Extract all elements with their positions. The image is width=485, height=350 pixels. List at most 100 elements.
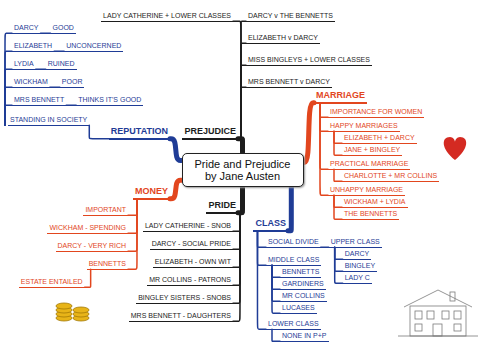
topic-text: BENNETTS bbox=[282, 268, 319, 276]
branch-line bbox=[320, 103, 328, 170]
branch-line bbox=[85, 269, 91, 287]
subtopic: PRACTICAL MARRIAGE bbox=[328, 160, 410, 170]
topic-text: MONEY bbox=[135, 187, 168, 197]
topic-text: LUCASES bbox=[282, 304, 315, 312]
subtopic: LADY C bbox=[343, 274, 372, 284]
subtopic: UNCONCERNED bbox=[64, 42, 123, 52]
subtopic: MISS BINGLEYS + LOWER CLASSES bbox=[246, 56, 372, 66]
topic-text: GARDINERS bbox=[282, 280, 324, 288]
subtopic: MIDDLE CLASS bbox=[266, 256, 321, 266]
topic-text: ELIZABETH + DARCY bbox=[344, 134, 415, 142]
topic-text: CHARLOTTE + MR COLLINS bbox=[344, 172, 437, 180]
topic-text: GOOD bbox=[53, 24, 74, 32]
branch-line bbox=[128, 199, 137, 252]
subtopic: BENNETTS bbox=[87, 260, 128, 270]
topic-text: ELIZABETH - OWN WIT bbox=[155, 258, 231, 266]
branch-line bbox=[89, 125, 109, 139]
branch-line bbox=[233, 213, 240, 268]
subtopic: HAPPY MARRIAGES bbox=[328, 122, 400, 132]
branch-line bbox=[304, 103, 315, 163]
topic-text: LOWER CLASS bbox=[268, 320, 319, 328]
topic-text: LADY C bbox=[345, 274, 370, 282]
topic-text: DARCY v THE BENNETTS bbox=[248, 12, 333, 20]
branch-line bbox=[320, 103, 328, 132]
topic-text: PRACTICAL MARRIAGE bbox=[330, 160, 408, 168]
branch-line bbox=[321, 247, 329, 249]
branch-line bbox=[233, 213, 240, 232]
topic-text: ESTATE ENTAILED bbox=[21, 278, 83, 286]
branch-line bbox=[334, 131, 342, 143]
subtopic: ELIZABETH + DARCY bbox=[342, 134, 417, 144]
branch-topic: CLASS bbox=[253, 219, 288, 232]
subtopic: BINGLEY bbox=[343, 262, 377, 272]
subtopic: ELIZABETH bbox=[12, 42, 54, 52]
topic-text: BINGLEY bbox=[345, 262, 375, 270]
topic-text: NONE IN P+P bbox=[282, 332, 327, 340]
topic-text: WICKHAM bbox=[14, 78, 48, 86]
topic-text: ELIZABETH v DARCY bbox=[248, 34, 318, 42]
topic-text: LADY CATHERINE + LOWER CLASSES bbox=[103, 12, 231, 20]
topic-text: DARCY - SOCIAL PRIDE bbox=[152, 240, 231, 248]
subtopic: WICKHAM - SPENDING bbox=[47, 224, 128, 234]
subtopic: STANDING IN SOCIETY bbox=[8, 116, 89, 126]
subtopic: MR COLLINS bbox=[280, 292, 327, 302]
topic-text: DARCY bbox=[345, 250, 370, 258]
branch-line bbox=[238, 139, 243, 153]
topic-text: RUINED bbox=[48, 60, 75, 68]
subtopic: IMPORTANT bbox=[83, 206, 128, 216]
branch-line bbox=[233, 213, 240, 286]
topic-text: LADY CATHERINE - SNOB bbox=[145, 222, 231, 230]
topic-text: THE BENNETTS bbox=[344, 210, 397, 218]
subtopic: WICKHAM + LYDIA bbox=[342, 198, 408, 208]
topic-text: UNHAPPY MARRIAGE bbox=[330, 186, 403, 194]
topic-text: MR COLLINS - PATRONS bbox=[149, 276, 231, 284]
branch-line bbox=[241, 65, 246, 139]
subtopic: LADY CATHERINE + LOWER CLASSES bbox=[101, 12, 233, 22]
topic-text: WICKHAM + LYDIA bbox=[344, 198, 406, 206]
subtopic: ELIZABETH v DARCY bbox=[246, 34, 320, 44]
subtopic: MRS BENNETT bbox=[12, 96, 66, 106]
subtopic: LADY CATHERINE - SNOB bbox=[143, 222, 233, 232]
branch-line bbox=[41, 33, 51, 35]
house-drawing bbox=[398, 290, 478, 336]
branch-line bbox=[334, 169, 342, 181]
branch-line bbox=[128, 199, 137, 270]
subtopic: THE BENNETTS bbox=[342, 210, 399, 220]
heart-drawing bbox=[444, 137, 466, 160]
branch-topic: MARRIAGE bbox=[314, 91, 367, 104]
subtopic: DARCY - SOCIAL PRIDE bbox=[150, 240, 233, 250]
branch-line bbox=[320, 103, 328, 196]
branch-line bbox=[128, 199, 137, 234]
subtopic: DARCY bbox=[343, 250, 372, 260]
branch-line bbox=[5, 51, 12, 125]
subtopic: JANE + BINGLEY bbox=[342, 146, 402, 156]
branch-line bbox=[36, 69, 46, 71]
central-topic: Pride and Prejudice by Jane Austen bbox=[182, 153, 304, 187]
topic-text: DARCY - VERY RICH bbox=[58, 242, 126, 250]
topic-text: MRS BENNETT bbox=[14, 96, 64, 104]
branch-line bbox=[54, 51, 64, 53]
branch-line bbox=[272, 265, 280, 289]
coins-drawing bbox=[56, 303, 89, 321]
branch-line bbox=[335, 247, 343, 283]
topic-text: WICKHAM - SPENDING bbox=[49, 224, 126, 232]
subtopic: THINKS IT'S GOOD bbox=[76, 96, 143, 106]
branch-line bbox=[272, 329, 280, 341]
branch-line bbox=[241, 87, 246, 139]
branch-line bbox=[66, 105, 76, 107]
topic-text: IMPORTANCE FOR WOMEN bbox=[330, 108, 422, 116]
subtopic: MRS BENNETT v DARCY bbox=[246, 78, 332, 88]
subtopic: SOCIAL DIVIDE bbox=[266, 238, 321, 248]
subtopic: DARCY v THE BENNETTS bbox=[246, 12, 335, 22]
branch-line bbox=[272, 265, 280, 277]
subtopic: NONE IN P+P bbox=[280, 332, 329, 342]
subtopic: MR COLLINS - PATRONS bbox=[147, 276, 233, 286]
subtopic: LOWER CLASS bbox=[266, 320, 321, 330]
topic-text: CLASS bbox=[255, 219, 286, 229]
subtopic: WICKHAM bbox=[12, 78, 50, 88]
topic-text: IMPORTANT bbox=[85, 206, 126, 214]
topic-text: THINKS IT'S GOOD bbox=[78, 96, 141, 104]
subtopic: CHARLOTTE + MR COLLINS bbox=[342, 172, 439, 182]
branch-line bbox=[257, 231, 266, 266]
topic-text: LYDIA bbox=[14, 60, 34, 68]
